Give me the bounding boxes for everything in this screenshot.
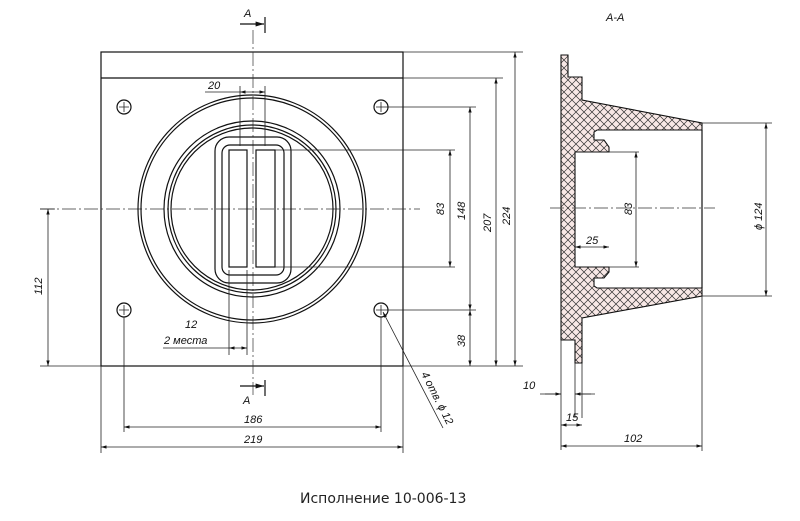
section-dim-102: 102: [624, 433, 642, 445]
dim-slot-gap: 20: [207, 80, 221, 92]
section-dim-15: 15: [566, 412, 579, 424]
section-view: A-A 83 25 ϕ 124 10 15 102: [523, 12, 772, 451]
section-dim-83: 83: [623, 202, 635, 215]
hole: [116, 99, 132, 115]
dim-219: 219: [243, 434, 262, 446]
section-body: [560, 54, 703, 364]
dim-207: 207: [482, 213, 494, 233]
dim-186: 186: [244, 414, 263, 426]
outer-circle: [137, 94, 367, 324]
slot-housing: [214, 136, 292, 284]
front-view: A A 20 12 2 места 83 148 38 207 224 112 …: [33, 8, 523, 453]
inner-ring-2: [167, 124, 337, 294]
dim-slot-width: 12: [185, 319, 197, 331]
dim-148: 148: [456, 201, 468, 220]
dim-38: 38: [456, 334, 468, 347]
dim-112: 112: [33, 277, 45, 295]
section-dim-10: 10: [523, 380, 536, 392]
section-dim-diameter: ϕ 124: [753, 202, 765, 230]
slot-left: [228, 149, 248, 268]
section-title: A-A: [605, 12, 624, 24]
section-dim-25: 25: [585, 235, 599, 247]
holes-note: 4 отв. ϕ 12: [418, 370, 455, 427]
drawing-caption: Исполнение 10-006-13: [300, 491, 466, 507]
mounting-holes: [116, 99, 389, 318]
outer-circle-inner: [140, 97, 364, 321]
dim-83: 83: [435, 202, 447, 215]
section-mark-bottom: A: [242, 395, 250, 407]
slot-housing-inner: [221, 144, 285, 276]
inner-ring-3: [170, 127, 334, 291]
section-mark-top: A: [243, 8, 251, 20]
dim-slot-width-note: 2 места: [163, 335, 207, 347]
dim-224: 224: [501, 207, 513, 226]
slot-right: [255, 149, 276, 268]
inner-ring: [163, 120, 341, 298]
